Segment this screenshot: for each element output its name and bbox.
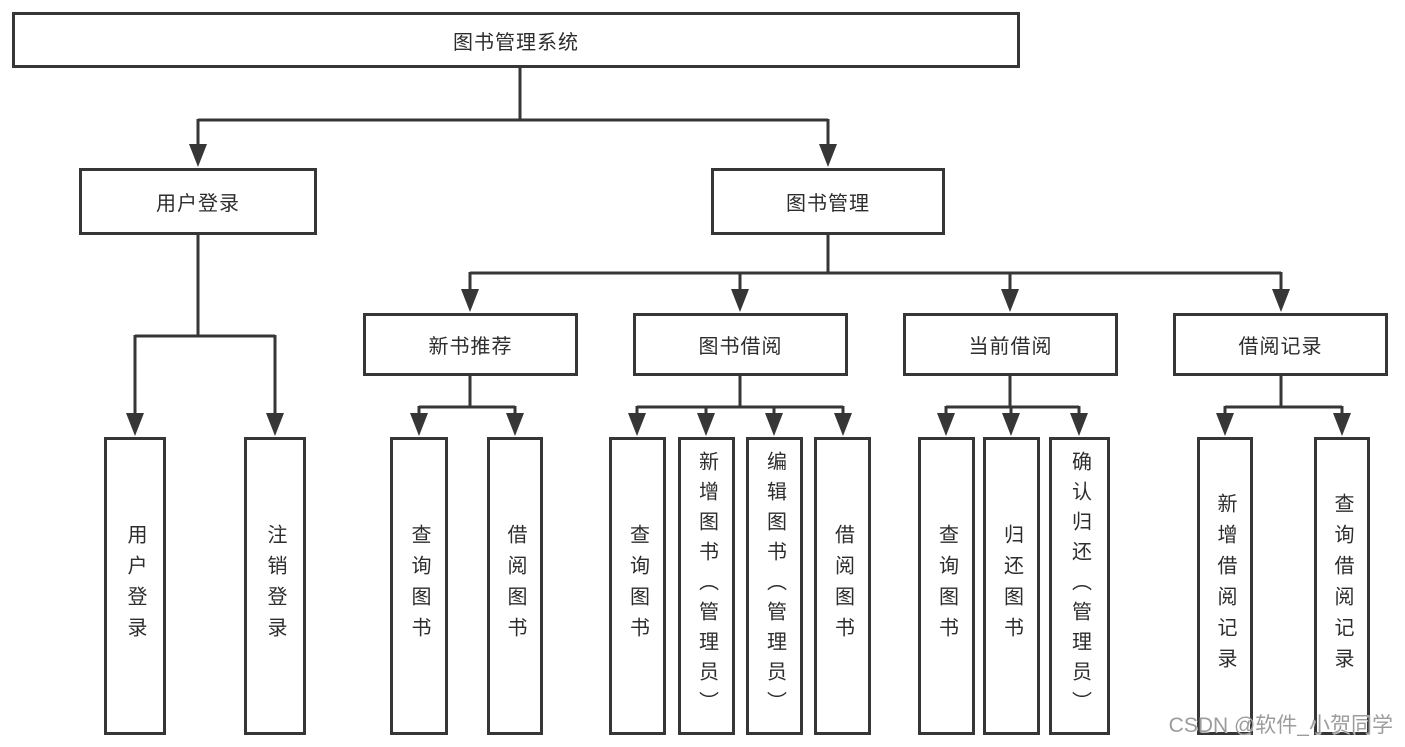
node-library-system-label: 图书管理系统 [453, 31, 579, 54]
leaf-records-add-record: 新增借阅记录 [1197, 437, 1253, 735]
node-new-book-recommend-label: 新书推荐 [428, 336, 513, 358]
leaf-user-login: 用户登录 [104, 437, 166, 735]
node-borrow-records: 借阅记录 [1173, 313, 1388, 376]
leaf-borrow-borrow-books-label: 借阅图书 [831, 524, 854, 648]
leaf-current-query-books-label: 查询图书 [935, 524, 958, 648]
leaf-borrow-add-books-admin: 新增图书（管理员） [678, 437, 735, 735]
leaf-borrow-borrow-books: 借阅图书 [814, 437, 871, 735]
leaf-current-query-books: 查询图书 [918, 437, 975, 735]
leaf-borrow-query-books-label: 查询图书 [626, 524, 649, 648]
leaf-records-add-record-label: 新增借阅记录 [1214, 493, 1236, 679]
leaf-newbook-query-books: 查询图书 [390, 437, 448, 735]
leaf-borrow-edit-books-admin: 编辑图书（管理员） [746, 437, 803, 735]
leaf-user-login-label: 用户登录 [124, 524, 146, 648]
node-borrow-records-label: 借阅记录 [1238, 336, 1323, 358]
leaf-logout: 注销登录 [244, 437, 306, 735]
node-book-borrow-label: 图书借阅 [698, 336, 783, 358]
node-library-system: 图书管理系统 [12, 12, 1020, 68]
leaf-borrow-add-books-admin-label: 新增图书（管理员） [695, 451, 718, 721]
node-user-login: 用户登录 [79, 168, 317, 235]
leaf-records-query-record-label: 查询借阅记录 [1331, 493, 1353, 679]
node-current-borrow: 当前借阅 [903, 313, 1118, 376]
leaf-logout-label: 注销登录 [264, 524, 286, 648]
csdn-watermark: CSDN @软件_小贺同学 [1168, 714, 1393, 737]
leaf-newbook-borrow-books-label: 借阅图书 [504, 524, 526, 648]
leaf-current-return-books-label: 归还图书 [1000, 524, 1023, 648]
node-book-management: 图书管理 [711, 168, 945, 235]
node-user-login-label: 用户登录 [156, 193, 240, 215]
leaf-current-confirm-return-admin: 确认归还（管理员） [1049, 437, 1110, 735]
leaf-borrow-query-books: 查询图书 [609, 437, 666, 735]
node-new-book-recommend: 新书推荐 [363, 313, 578, 376]
node-book-management-label: 图书管理 [786, 193, 870, 215]
node-book-borrow: 图书借阅 [633, 313, 848, 376]
leaf-newbook-borrow-books: 借阅图书 [487, 437, 543, 735]
leaf-current-return-books: 归还图书 [983, 437, 1040, 735]
leaf-newbook-query-books-label: 查询图书 [408, 524, 430, 648]
arrowheads [126, 144, 1351, 436]
node-current-borrow-label: 当前借阅 [968, 336, 1053, 358]
leaf-borrow-edit-books-admin-label: 编辑图书（管理员） [763, 451, 786, 721]
leaf-current-confirm-return-admin-label: 确认归还（管理员） [1068, 451, 1091, 721]
leaf-records-query-record: 查询借阅记录 [1314, 437, 1370, 735]
